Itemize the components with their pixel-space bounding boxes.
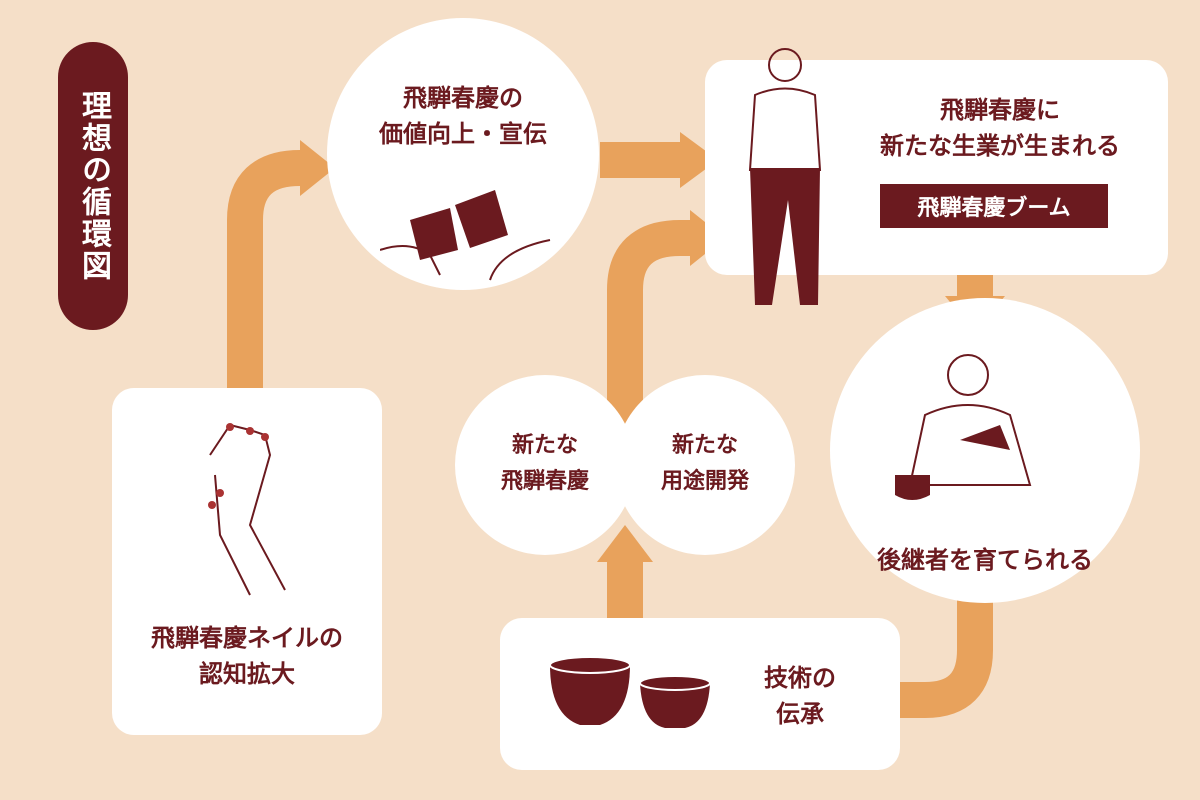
node-successor-label: 後継者を育てられる: [877, 546, 1093, 574]
label-line: 新たな: [511, 433, 578, 458]
node-nail-label: 飛騨春慶ネイルの 認知拡大: [112, 620, 382, 692]
node-new-use-label: 新たな 用途開発: [615, 428, 795, 500]
node-nail: [112, 388, 382, 735]
label-line: 技術の: [764, 664, 836, 692]
node-new-product: [455, 375, 635, 555]
label-line: 新たな: [671, 433, 738, 458]
boom-badge: 飛騨春慶ブーム: [880, 184, 1108, 228]
node-new-use: [615, 375, 795, 555]
arrow-successor-to-technique: [895, 600, 993, 718]
craftsman-icon: [895, 354, 1032, 500]
hands-nail-icon: [208, 423, 286, 596]
node-promotion: [327, 18, 599, 290]
node-technique-label: 技術の 伝承: [730, 660, 870, 732]
node-new-business-label: 飛騨春慶に 新たな生業が生まれる: [830, 92, 1170, 164]
label-line: 飛騨春慶ネイルの: [151, 624, 343, 652]
lacquer-bowls-icon: [549, 656, 711, 728]
toast-cups-icon: [380, 190, 551, 281]
node-successor: [830, 298, 1140, 603]
arrow-nail-to-promotion: [227, 150, 310, 390]
label-line: 飛騨春慶: [500, 469, 589, 494]
label-line: 価値向上・宣伝: [379, 120, 547, 148]
node-new-product-label: 新たな 飛騨春慶: [455, 428, 635, 500]
label-line: 新たな生業が生まれる: [880, 132, 1120, 160]
label-line: 飛騨春慶に: [940, 96, 1060, 124]
node-promotion-label: 飛騨春慶の 価値向上・宣伝: [327, 80, 599, 152]
label-line: 伝承: [776, 700, 824, 728]
label-line: 飛騨春慶の: [403, 84, 523, 112]
standing-man-icon: [748, 48, 822, 305]
arrow-new-to-business: [607, 220, 695, 430]
label-line: 用途開発: [660, 469, 749, 494]
title-text: 理想の循環図: [76, 90, 111, 282]
label-line: 認知拡大: [199, 660, 295, 688]
title-pill: 理想の循環図: [58, 42, 128, 330]
